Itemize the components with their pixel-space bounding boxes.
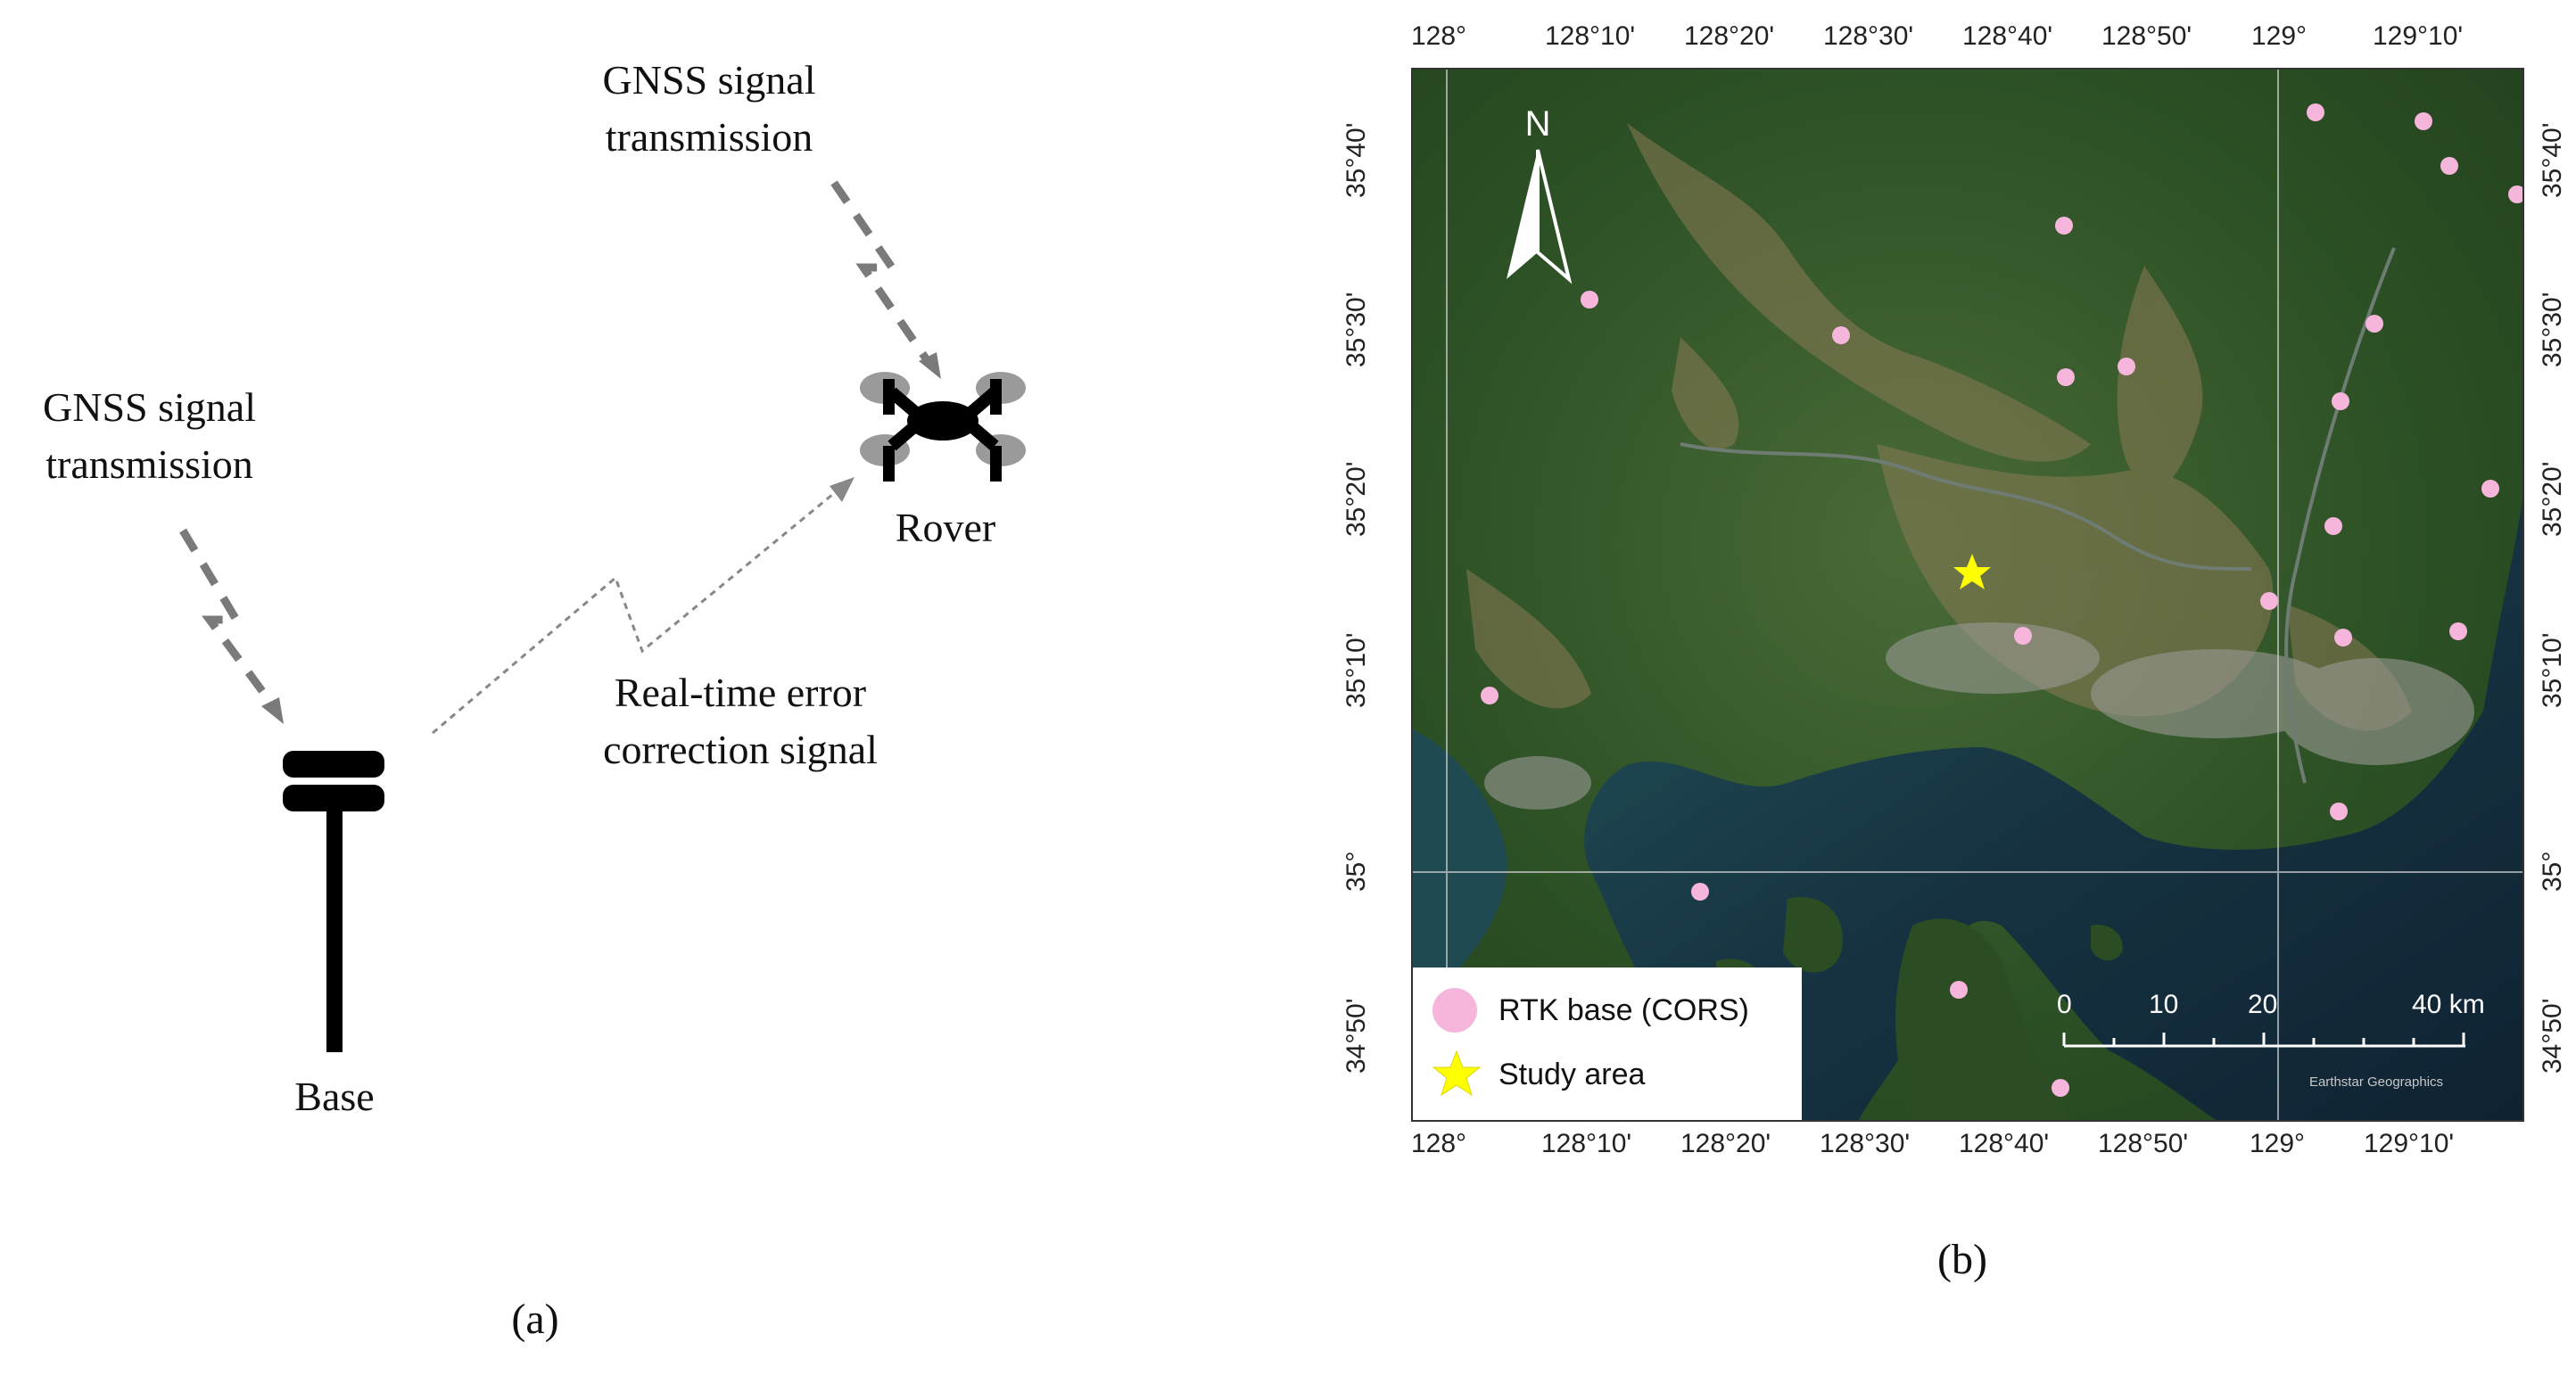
legend-star-icon: [1432, 1050, 1481, 1097]
caption-a: (a): [511, 1296, 559, 1343]
lat-tick: 35°40': [1342, 122, 1371, 198]
lon-tick: 129°10': [2364, 1129, 2455, 1158]
north-label: N: [1525, 104, 1551, 144]
scale-bar: 0 10 20 40 km: [2055, 988, 2501, 1068]
lon-tick: 128°40': [1959, 1129, 2050, 1158]
panel-a: GNSS signal transmission GNSS signal tra…: [0, 0, 1160, 1375]
lon-tick: 129°10': [2373, 21, 2464, 51]
lat-tick: 35°: [2538, 851, 2567, 892]
valley-texture: [1466, 123, 2412, 731]
lon-tick: 128°30': [1823, 21, 1914, 51]
scale-label: 20: [2248, 990, 2278, 1019]
gnss-arrowhead-base: [261, 697, 284, 724]
lon-tick: 128°: [1411, 1129, 1467, 1158]
cors-point: [2057, 368, 2075, 386]
scale-label: 40 km: [2412, 990, 2485, 1019]
lat-tick: 35°: [1342, 851, 1371, 892]
lat-tick: 35°40': [2538, 122, 2567, 198]
rover-label: Rover: [895, 505, 996, 550]
lon-tick: 129°: [2250, 1129, 2306, 1158]
river: [2284, 247, 2396, 784]
sea-area: [1413, 729, 1507, 997]
base-label: Base: [294, 1074, 375, 1119]
gnss-label-top: GNSS signal transmission: [602, 57, 816, 160]
legend-cors-label: RTK base (CORS): [1499, 992, 1749, 1027]
lat-tick: 34°50': [2538, 998, 2567, 1074]
lon-tick: 128°20': [1684, 21, 1775, 51]
cors-point: [2508, 185, 2522, 203]
lat-tick: 35°20': [2538, 461, 2567, 537]
lon-tick: 128°30': [1820, 1129, 1911, 1158]
panel-b: 128° 128°10' 128°20' 128°30' 128°40' 128…: [1338, 0, 2576, 1375]
satellite-map: N: [1413, 70, 2522, 1120]
cors-point: [2118, 358, 2135, 375]
legend-study-area-label: Study area: [1499, 1057, 1646, 1091]
cors-point: [2449, 622, 2467, 640]
lon-tick: 129°: [2251, 21, 2308, 51]
drone-icon: [860, 372, 1026, 482]
lon-tick: 128°10': [1545, 21, 1636, 51]
cors-point: [1832, 326, 1850, 344]
correction-signal-line: [432, 484, 844, 735]
cors-point: [2440, 157, 2458, 175]
lon-tick: 128°50': [2098, 1129, 2189, 1158]
lat-tick: 35°20': [1342, 461, 1371, 537]
gnss-arrow-to-base: [179, 528, 276, 707]
legend-item-study-area: Study area: [1432, 1050, 1646, 1098]
legend-cors-icon: [1432, 988, 1477, 1033]
cors-point: [2365, 315, 2383, 333]
study-area-star-icon: [1953, 554, 1991, 589]
island: [2091, 925, 2123, 961]
lon-tick: 128°: [1411, 21, 1467, 51]
map-frame: N: [1411, 68, 2524, 1122]
cors-point: [1581, 291, 1598, 309]
cors-point: [1691, 883, 1709, 901]
cors-point: [2330, 803, 2348, 820]
cors-point: [2415, 112, 2432, 130]
north-arrow-icon: N: [1507, 104, 1573, 284]
gnss-label-left: GNSS signal transmission: [43, 384, 256, 487]
river: [1680, 442, 2252, 571]
base-station-icon: [283, 751, 384, 1052]
gnss-arrow-to-rover: [830, 180, 931, 364]
correction-label: Real-time error correction signal: [603, 670, 878, 772]
attribution-text: Earthstar Geographics: [2309, 1074, 2443, 1090]
caption-b: (b): [1937, 1236, 1987, 1283]
cors-point: [2324, 517, 2342, 535]
cors-point: [1950, 981, 1968, 999]
cors-point: [2334, 629, 2352, 646]
gnss-arrowhead-rover: [919, 352, 941, 379]
cors-point: [2307, 103, 2324, 121]
cors-point: [2055, 217, 2073, 235]
cors-point: [2260, 592, 2278, 610]
correction-arrowhead: [830, 477, 855, 502]
lat-tick: 35°30': [2538, 292, 2567, 367]
lat-tick: 34°50': [1342, 998, 1371, 1074]
lon-tick: 128°20': [1680, 1129, 1771, 1158]
island: [1895, 918, 2073, 1120]
graticule: [1413, 70, 2522, 1120]
scale-label: 10: [2149, 990, 2179, 1019]
lon-tick: 128°40': [1962, 21, 2053, 51]
lat-tick: 35°30': [1342, 292, 1371, 367]
cors-points: [1481, 103, 2522, 1097]
legend-item-cors: RTK base (CORS): [1432, 987, 1749, 1033]
cors-point: [2481, 480, 2499, 498]
cors-point: [1481, 687, 1499, 704]
lon-tick: 128°10': [1541, 1129, 1632, 1158]
scale-label: 0: [2057, 990, 2072, 1019]
lon-tick: 128°50': [2101, 21, 2192, 51]
island: [1783, 897, 1843, 973]
cors-point: [2332, 392, 2349, 410]
cors-point: [2014, 627, 2032, 645]
legend: RTK base (CORS) Study area: [1413, 967, 1802, 1120]
lat-tick: 35°10': [1342, 632, 1371, 708]
rtk-diagram: [179, 180, 1026, 1052]
lat-tick: 35°10': [2538, 632, 2567, 708]
cors-point: [2052, 1079, 2069, 1097]
